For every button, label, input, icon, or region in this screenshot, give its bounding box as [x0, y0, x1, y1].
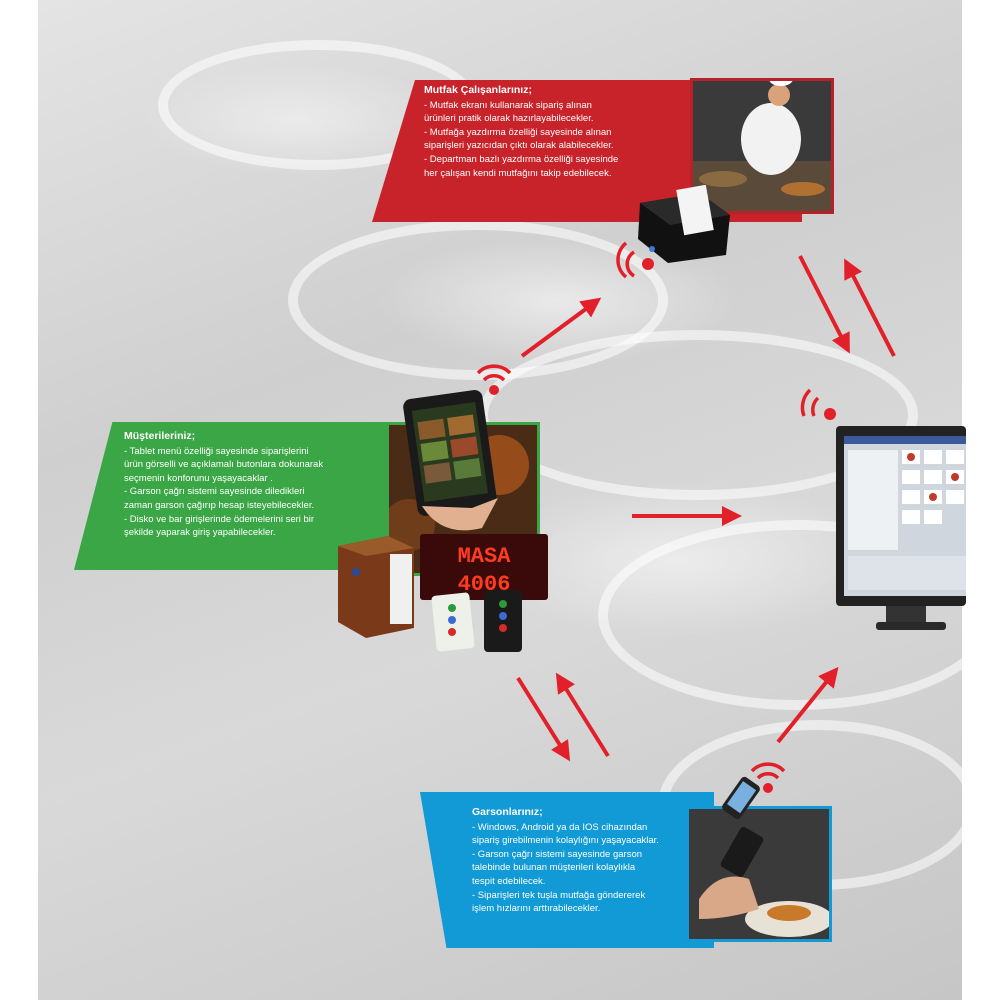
waiters-title: Garsonlarınız;: [472, 806, 543, 818]
tablet-icon: [403, 390, 498, 531]
customers-line: - Garson çağrı sistemi sayesinde diledik…: [124, 486, 305, 498]
led-display-icon: MASA 4006: [420, 534, 548, 600]
wifi-signal-icon: [800, 388, 836, 420]
kitchen-text: Mutfak Çalışanlarınız; - Mutfak ekranı k…: [424, 84, 618, 180]
customers-line: zaman garson çağırıp hesap isteyebilecek…: [124, 499, 315, 511]
waiters-line: işlem hızlarını arttırabilecekler.: [472, 903, 601, 915]
chef-photo: [690, 78, 834, 214]
kitchen-line: - Mutfak ekranı kullanarak sipariş alına…: [424, 99, 592, 111]
waiter-photo: [686, 806, 832, 942]
customers-title: Müşterileriniz;: [124, 430, 196, 442]
kitchen-line: siparişleri yazıcıdan çıktı olarak alabi…: [424, 140, 614, 152]
waiters-line: sipariş girebilmenin kolaylığını yaşayac…: [472, 835, 659, 847]
receipt-printer-icon: [638, 185, 730, 263]
smartphone-icon: [722, 776, 760, 820]
call-button-icon: [338, 536, 414, 638]
kitchen-line: her çalışan kendi mutfağını takip edebil…: [424, 167, 612, 179]
customers-text: Müşterileriniz; - Tablet menü özelliği s…: [124, 430, 323, 540]
call-button-icon: [431, 590, 522, 652]
customers-line: - Disko ve bar girişlerinde ödemelerini …: [124, 513, 315, 525]
waiters-line: - Garson çağrı sistemi sayesinde garson: [472, 848, 643, 860]
customers-line: - Tablet menü özelliği sayesinde sipariş…: [124, 445, 309, 457]
kitchen-line: - Mutfağa yazdırma özelliği sayesinde al…: [424, 126, 612, 138]
waiters-line: tespit edebilecek.: [472, 875, 546, 887]
led-line1: MASA: [458, 544, 512, 569]
background-plate: [288, 220, 668, 380]
customers-panel: [74, 422, 394, 570]
wifi-signal-icon: [750, 762, 786, 793]
waiters-line: - Siparişleri tek tuşla mutfağa gönderer…: [472, 889, 646, 901]
customers-line: ürün görselli ve açıklamalı butonlara do…: [124, 459, 324, 471]
waiters-text: Garsonlarınız; - Windows, Android ya da …: [472, 806, 659, 916]
waiters-line: talebinde bulunan müşterileri kolaylıkla: [472, 862, 636, 874]
pos-monitor-icon: [836, 426, 966, 630]
wifi-signal-icon: [616, 241, 654, 279]
waiters-line: - Windows, Android ya da IOS cihazından: [472, 821, 648, 833]
customers-line: şekilde yaparak giriş yapabilecekler.: [124, 527, 276, 539]
kitchen-line: - Departman bazlı yazdırma özelliği saye…: [424, 153, 619, 165]
kitchen-line: ürünleri pratik olarak hazırlayabilecekl…: [424, 113, 594, 125]
wifi-signal-icon: [348, 506, 384, 534]
waiters-panel: [420, 792, 714, 948]
kitchen-title: Mutfak Çalışanlarınız;: [424, 84, 532, 96]
customers-line: seçmenin konforunu yaşayacaklar .: [124, 472, 273, 484]
wifi-signal-icon: [476, 364, 512, 395]
